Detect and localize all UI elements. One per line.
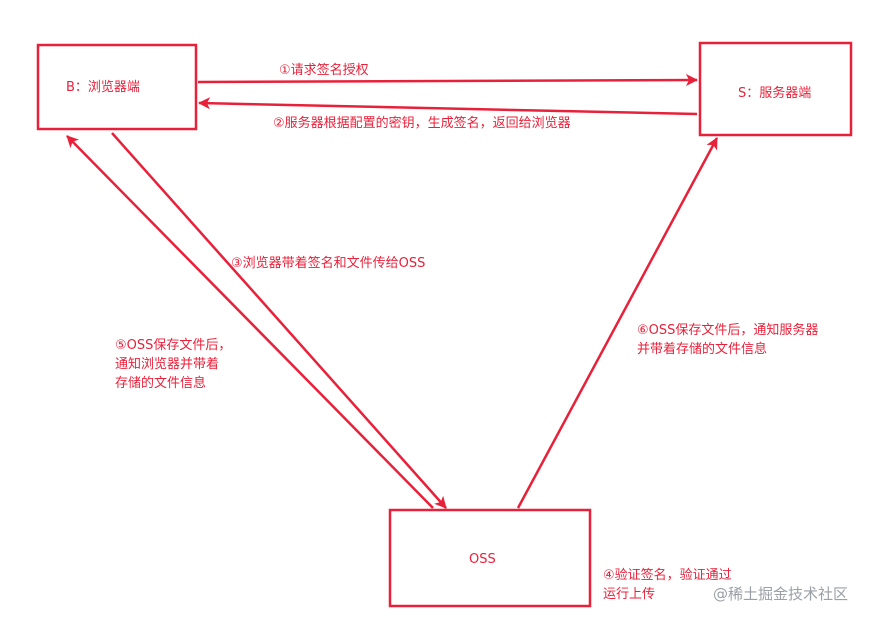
arrow-step5 — [66, 135, 434, 509]
watermark-text: @稀土掘金技术社区 — [713, 585, 849, 603]
oss-label: OSS — [469, 552, 496, 567]
server-label: S：服务器端 — [738, 86, 812, 101]
step6-label: ⑥OSS保存文件后，通知服务器 并带着存储的文件信息 — [637, 323, 819, 357]
oss-box — [388, 508, 592, 608]
browser-box — [36, 43, 198, 131]
step5-label: ⑤OSS保存文件后， 通知浏览器并带着 存储的文件信息 — [115, 338, 232, 391]
browser-label: B：浏览器端 — [66, 80, 140, 95]
arrow-step3 — [111, 132, 447, 509]
step1-label: ①请求签名授权 — [279, 63, 369, 78]
step4-label: ④验证签名，验证通过 运行上传 — [603, 568, 732, 602]
step3-label: ③浏览器带着签名和文件传给OSS — [231, 256, 426, 271]
server-box — [698, 41, 853, 137]
arrow-step6 — [516, 137, 719, 509]
step2-label: ②服务器根据配置的密钥，生成签名，返回给浏览器 — [273, 116, 571, 131]
arrow-step1 — [197, 74, 698, 87]
arrow-step2 — [198, 97, 698, 116]
